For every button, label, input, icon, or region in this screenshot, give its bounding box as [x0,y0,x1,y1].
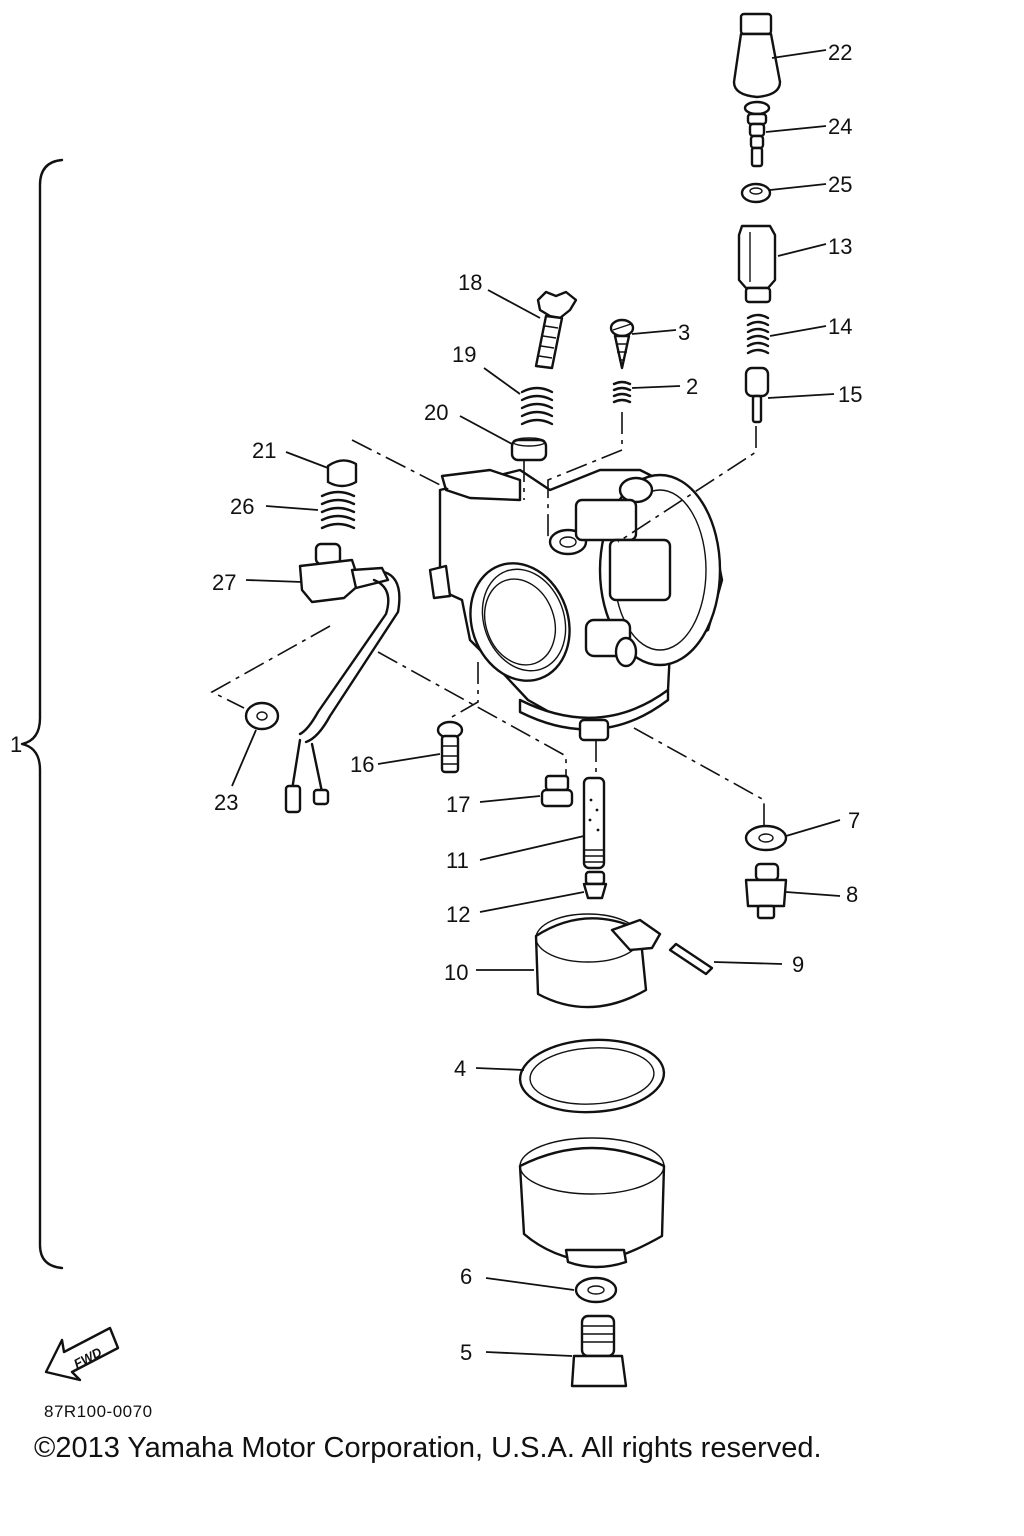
assembly-line [617,426,757,543]
part-label-22: 22 [828,40,852,65]
drawing-code: 87R100-0070 [44,1402,153,1421]
part-2-spring [612,380,632,404]
part-7-washer [744,824,788,852]
assembly-line [377,651,567,776]
carburetor-body [428,468,724,742]
assembly-line [449,662,479,719]
float-bowl [518,1137,666,1269]
part-3-screw [609,318,635,370]
part-label-12: 12 [446,902,470,927]
part-label-1: 1 [10,732,22,757]
leader-lines [231,49,841,1357]
part-label-14: 14 [828,314,852,339]
part-25-nut [740,182,772,204]
part-label-16: 16 [350,752,374,777]
part-label-4: 4 [454,1056,466,1081]
part-21-cap [326,459,358,488]
part-label-10: 10 [444,960,468,985]
part-label-17: 17 [446,792,470,817]
part-label-21: 21 [252,438,276,463]
assembly-line [633,727,765,826]
assembly-bracket [20,158,64,1270]
part-label-5: 5 [460,1340,472,1365]
assembly-line [351,439,451,491]
part-label-3: 3 [678,320,690,345]
part-16-screw [436,720,464,774]
part-label-15: 15 [838,382,862,407]
part-label-24: 24 [828,114,852,139]
part-23-grommet [244,701,280,731]
part-14-spring [746,313,770,355]
part-22-cap [732,12,782,99]
part-15-plunger [744,366,770,424]
part-18-screw [534,290,578,370]
part-4-gasket [518,1038,666,1114]
part-24-needle [743,100,771,168]
part-10-float [534,913,662,1009]
part-label-26: 26 [230,494,254,519]
part-6-washer [574,1276,618,1304]
part-5-drain-bolt [570,1314,628,1388]
part-12-jet [582,870,608,900]
part-label-25: 25 [828,172,852,197]
part-13-holder [737,224,777,304]
part-label-13: 13 [828,234,852,259]
part-label-2: 2 [686,374,698,399]
part-label-7: 7 [848,808,860,833]
part-20-washer [510,437,548,462]
assembly-line [210,625,331,709]
part-label-23: 23 [214,790,238,815]
part-label-11: 11 [446,848,469,873]
fwd-arrow-icon: FWD [44,1326,120,1382]
part-17-plug [540,774,574,808]
part-8-jet [744,862,788,920]
part-label-19: 19 [452,342,476,367]
part-9-pin [668,942,714,976]
part-27-sensor [284,542,401,814]
assembly-line [547,412,623,540]
part-label-9: 9 [792,952,804,977]
part-11-tube [582,776,606,870]
part-label-8: 8 [846,882,858,907]
part-label-27: 27 [212,570,236,595]
part-label-6: 6 [460,1264,472,1289]
part-label-20: 20 [424,400,448,425]
part-19-spring [520,386,554,426]
copyright-notice: ©2013 Yamaha Motor Corporation, U.S.A. A… [34,1432,822,1464]
part-label-18: 18 [458,270,482,295]
part-26-spring [320,490,356,530]
